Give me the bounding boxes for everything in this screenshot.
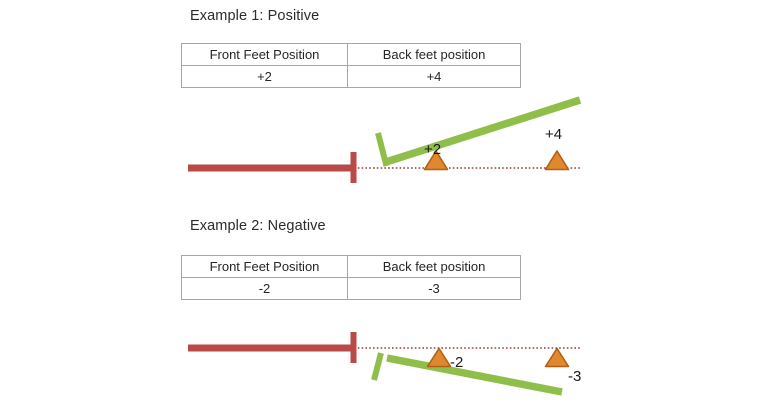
- marker-triangle-front: [426, 347, 452, 368]
- marker-label-front: -2: [450, 354, 464, 371]
- example-2-diagram: -2 -3: [0, 300, 768, 406]
- green-measure-bar: [386, 354, 563, 396]
- example-1-title: Example 1: Positive: [190, 8, 320, 24]
- marker-triangle-back: [544, 150, 570, 171]
- marker-label-back: -3: [568, 368, 582, 385]
- value-back-feet-position: +4: [347, 65, 521, 88]
- marker-triangle-back: [544, 347, 570, 368]
- header-back-feet-position: Back feet position: [347, 43, 521, 66]
- example-1-diagram: +2 +4: [0, 90, 768, 200]
- example-1-diagram-svg: [188, 96, 582, 183]
- header-front-feet-position: Front Feet Position: [181, 255, 348, 278]
- example-2-table: Front Feet Position Back feet position -…: [181, 255, 521, 300]
- table-header-row: Front Feet Position Back feet position: [181, 43, 521, 66]
- example-1-table: Front Feet Position Back feet position +…: [181, 43, 521, 88]
- table-row: -2 -3: [181, 277, 521, 300]
- green-measure-bar: [384, 96, 582, 166]
- example-2-diagram-svg: [188, 332, 580, 396]
- marker-triangle-front: [423, 150, 449, 171]
- green-measure-bar-crossbar: [371, 352, 384, 381]
- green-measure-bar-crossbar: [375, 132, 390, 167]
- value-front-feet-position: +2: [181, 65, 348, 88]
- header-front-feet-position: Front Feet Position: [181, 43, 348, 66]
- header-back-feet-position: Back feet position: [347, 255, 521, 278]
- marker-label-back: +4: [545, 126, 563, 143]
- table-row: +2 +4: [181, 65, 521, 88]
- value-back-feet-position: -3: [347, 277, 521, 300]
- table-header-row: Front Feet Position Back feet position: [181, 255, 521, 278]
- marker-label-front: +2: [424, 141, 442, 158]
- value-front-feet-position: -2: [181, 277, 348, 300]
- example-2-title: Example 2: Negative: [190, 218, 326, 234]
